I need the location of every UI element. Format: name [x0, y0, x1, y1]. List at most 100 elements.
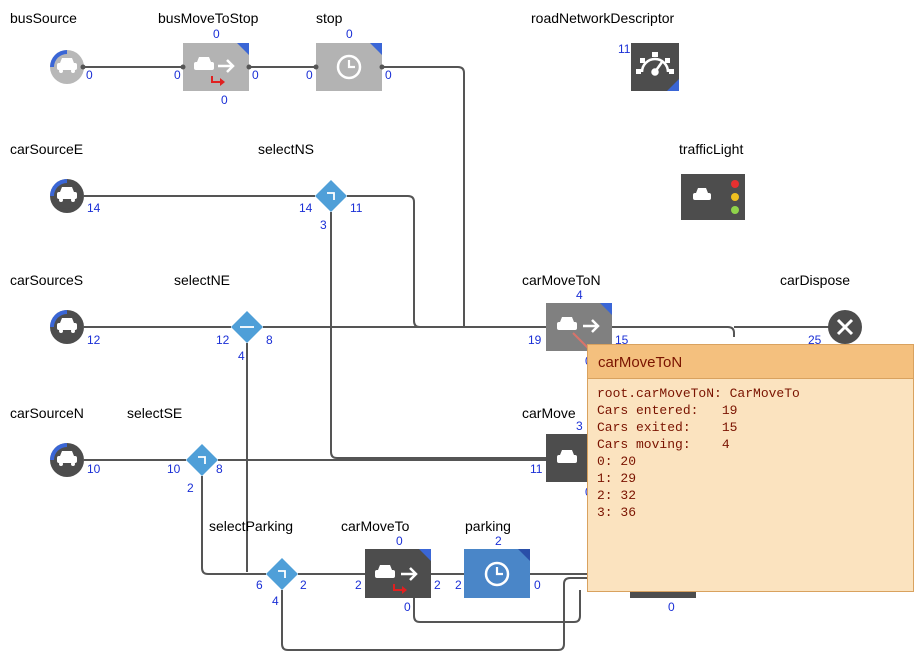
selectne-block[interactable]: [231, 311, 263, 343]
connectors: [83, 66, 836, 651]
selectne-in-count: 12: [216, 333, 230, 347]
selectne-bottom-count: 4: [238, 349, 245, 363]
trafficlight-block[interactable]: [681, 174, 745, 220]
car-source-icon: [57, 451, 77, 466]
clock-icon: [484, 561, 510, 587]
carsourcen-block[interactable]: [50, 443, 84, 477]
selectns-block[interactable]: [315, 180, 347, 212]
carmoveto-in-count: 2: [355, 578, 362, 592]
connector-stop-carmoven: [382, 66, 546, 328]
clock-icon: [336, 54, 362, 80]
roadnetworkdescriptor-label: roadNetworkDescriptor: [531, 10, 675, 26]
selectparking-in-count: 6: [256, 578, 263, 592]
roadnetworkdescriptor-block[interactable]: [631, 43, 679, 91]
busmovetostop-out-count: 0: [252, 68, 259, 82]
carmoveton-in-count: 19: [528, 333, 542, 347]
busmovetostop-bottom-count: 0: [221, 93, 228, 107]
selectne-right-count: 8: [266, 333, 273, 347]
selectse-in-count: 10: [167, 462, 181, 476]
parking-block[interactable]: [464, 549, 530, 598]
stop-label: stop: [316, 10, 343, 26]
carmoveton-label: carMoveToN: [522, 272, 601, 288]
select-diamond-icon: [327, 192, 335, 200]
tooltip-line: Cars moving: 4: [597, 437, 730, 452]
tooltip-line: 0: 20: [597, 454, 637, 469]
car-source-icon: [57, 187, 77, 202]
carmoveton-top-count: 4: [576, 288, 583, 302]
carsources-out-count: 12: [87, 333, 101, 347]
selectne-label: selectNE: [174, 272, 231, 288]
block-inspect-tooltip: carMoveToN root.carMoveToN: CarMoveTo Ca…: [587, 344, 914, 592]
car-move-icon: [375, 565, 418, 581]
carmoveto-block[interactable]: [365, 549, 431, 598]
busmovetostop-label: busMoveToStop: [158, 10, 259, 26]
stop-top-count: 0: [346, 27, 353, 41]
connector-selectse-bottom: [201, 476, 266, 575]
carsourcee-label: carSourceE: [10, 141, 84, 157]
carmovetoe-label: carMove: [522, 405, 576, 421]
carsourcen-label: carSourceN: [10, 405, 84, 421]
bussource-label: busSource: [10, 10, 77, 26]
cardispose-label: carDispose: [780, 272, 851, 288]
carsourcee-out-count: 14: [87, 201, 101, 215]
tooltip-line: 2: 32: [597, 488, 637, 503]
select-diamond-icon: [278, 570, 286, 578]
connector-carmoveto-bottom: [413, 590, 581, 623]
trafficlight-label: trafficLight: [679, 141, 744, 157]
tooltip-line: Cars exited: 15: [597, 420, 738, 435]
carsources-block[interactable]: [50, 310, 84, 344]
selectse-bottom-count: 2: [187, 481, 194, 495]
selectns-right-count: 11: [350, 201, 363, 215]
car-source-icon: [57, 318, 77, 333]
selectse-label: selectSE: [127, 405, 183, 421]
connector-carmoven-dispose: [612, 326, 735, 337]
cardispose-block[interactable]: [828, 310, 862, 344]
car-move-icon: [194, 57, 235, 73]
busmovetostop-block[interactable]: [180, 43, 252, 91]
carmoveto-out-count: 2: [434, 578, 441, 592]
selectse-block[interactable]: [186, 444, 218, 476]
stop-in-count: 0: [306, 68, 313, 82]
bussource-block[interactable]: [50, 50, 86, 84]
tooltip-body: root.carMoveToN: CarMoveTo Cars entered:…: [588, 379, 913, 521]
carmoveton-block[interactable]: [546, 303, 612, 351]
carmoveto-label: carMoveTo: [341, 518, 410, 534]
selectse-right-count: 8: [216, 462, 223, 476]
parking-in-count: 2: [455, 578, 462, 592]
selectparking-label: selectParking: [209, 518, 294, 534]
selectns-bottom-count: 3: [320, 218, 327, 232]
parking-label: parking: [465, 518, 511, 534]
car-move-icon: [557, 450, 577, 463]
cardispose-in-count: 25: [808, 333, 822, 347]
carmoveto-bottom-count: 0: [404, 600, 411, 614]
carsources-label: carSourceS: [10, 272, 84, 288]
close-icon: [836, 318, 854, 336]
carsourcen-out-count: 10: [87, 462, 101, 476]
carsourcee-block[interactable]: [50, 179, 84, 213]
hidden-block-bottom-count: 0: [668, 600, 675, 614]
carmoveton-out-count: 15: [615, 333, 629, 347]
hidden-block[interactable]: [630, 590, 696, 598]
selectns-label: selectNS: [258, 141, 315, 157]
tooltip-line: Cars entered: 19: [597, 403, 738, 418]
connector-selectparking-bottom: [281, 577, 590, 651]
carmoveto-top-count: 0: [396, 534, 403, 548]
traffic-light-icon: [693, 180, 739, 214]
select-diamond-icon: [198, 456, 206, 464]
car-source-icon: [57, 58, 77, 73]
selectparking-block[interactable]: [266, 558, 298, 590]
carmovetoe-top-count: 3: [576, 419, 583, 433]
connector-selectns-right: [347, 195, 546, 328]
carmovetoe-in-count: 11: [530, 462, 543, 476]
busmovetostop-in-count: 0: [174, 68, 181, 82]
tooltip-line: 3: 36: [597, 505, 637, 520]
car-move-icon: [557, 317, 600, 333]
selectparking-right-count: 2: [300, 578, 307, 592]
connector-selectns-bottom: [330, 212, 546, 459]
stop-out-count: 0: [385, 68, 392, 82]
stop-block[interactable]: [313, 43, 385, 91]
gear-icon: [640, 57, 670, 76]
busmovetostop-top-count: 0: [213, 27, 220, 41]
selectns-in-count: 14: [299, 201, 313, 215]
